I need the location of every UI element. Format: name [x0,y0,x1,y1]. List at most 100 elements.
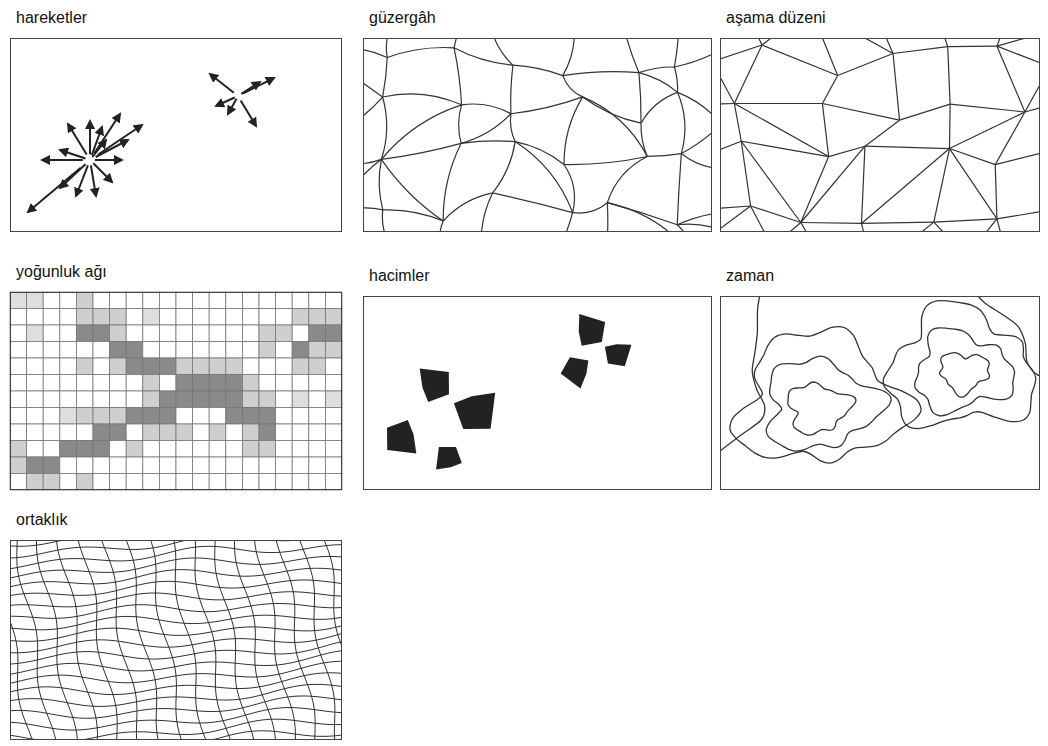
route-line [510,114,515,142]
grid-cell [126,292,143,309]
route-line [564,164,575,212]
arrow [60,150,86,159]
grid-cell [76,325,93,342]
grid-cell [325,408,342,425]
phase-line [838,53,893,75]
grid-cell [209,424,226,441]
panel-frame [10,292,342,490]
grid-cell [43,424,60,441]
phase-line [934,219,997,222]
phase-line [801,222,862,224]
grid-cell [325,474,342,491]
phase-line [997,203,1039,219]
route-line [681,124,711,154]
grid-cell [126,375,143,392]
mesh-line [275,541,315,739]
panel-label: yoğunluk ağı [14,262,109,282]
mesh-line [149,541,183,739]
grid-cell [209,375,226,392]
grid-cell [143,408,160,425]
phase-line [950,104,1025,112]
grid-cell [292,309,309,326]
grid-cell [259,292,276,309]
grid-cell [110,342,127,359]
grid-cell [43,457,60,474]
grid-cell [176,375,193,392]
panel: aşama düzeni [720,8,1040,232]
grid-cell [110,457,127,474]
phase-line [949,104,951,148]
grid-cell [93,424,110,441]
route-line [489,39,513,65]
grid-cell [60,375,77,392]
grid-cell [209,309,226,326]
phase-line [861,146,864,223]
mesh-line [254,541,295,739]
route-line [383,94,462,105]
grid-cell [10,474,27,491]
grid-cell [126,325,143,342]
arrow [241,101,256,127]
grid-cell [309,292,326,309]
route-line [454,39,466,48]
phase-line [762,45,838,76]
grid-cell [126,309,143,326]
route-line [439,221,443,231]
grid-cell [110,441,127,458]
mesh-line [77,541,117,739]
grid-cell [93,474,110,491]
grid-cell [209,457,226,474]
phase-line [734,103,822,104]
grid-cell [110,325,127,342]
grid-cell [27,424,44,441]
arrow [210,74,234,93]
mesh-line [11,632,341,653]
grid-cell [242,375,259,392]
grid-cell [76,309,93,326]
grid-cell [10,292,27,309]
grid-cell [10,375,27,392]
arrow [93,163,112,182]
grid-cell [209,474,226,491]
grid-cell [209,408,226,425]
grid-cell [325,391,342,408]
route-line [454,48,513,65]
grid-cell [242,408,259,425]
shared-mesh [11,541,341,739]
route-line [677,212,711,225]
volume-shape [387,420,416,454]
grid-cell [93,358,110,375]
phase-line [873,39,893,53]
route-line [462,104,511,114]
grid-cell [176,292,193,309]
grid-cell [143,358,160,375]
route-line [454,48,461,105]
route-line [515,142,573,213]
phase-line [995,144,1039,164]
panel-frame [720,38,1040,232]
mesh-line [11,541,34,739]
grid-cell [309,424,326,441]
route-line [381,105,461,160]
grid-cell [110,408,127,425]
grid-cell [242,391,259,408]
grid-cell [292,391,309,408]
phase-line [741,141,750,206]
grid-cell [226,375,243,392]
grid-cell [193,325,210,342]
grid-cell [10,391,27,408]
phase-line [734,45,762,103]
grid-cell [143,391,160,408]
grid-cell [209,325,226,342]
phase-line [949,112,1024,149]
grid-cell [309,342,326,359]
grid-cell [292,424,309,441]
route-line [383,210,443,221]
grid-cell [242,325,259,342]
grid-cell [43,309,60,326]
grid-cell [10,441,27,458]
grid-cell [126,391,143,408]
phase-line [721,104,734,105]
route-line [557,213,572,231]
